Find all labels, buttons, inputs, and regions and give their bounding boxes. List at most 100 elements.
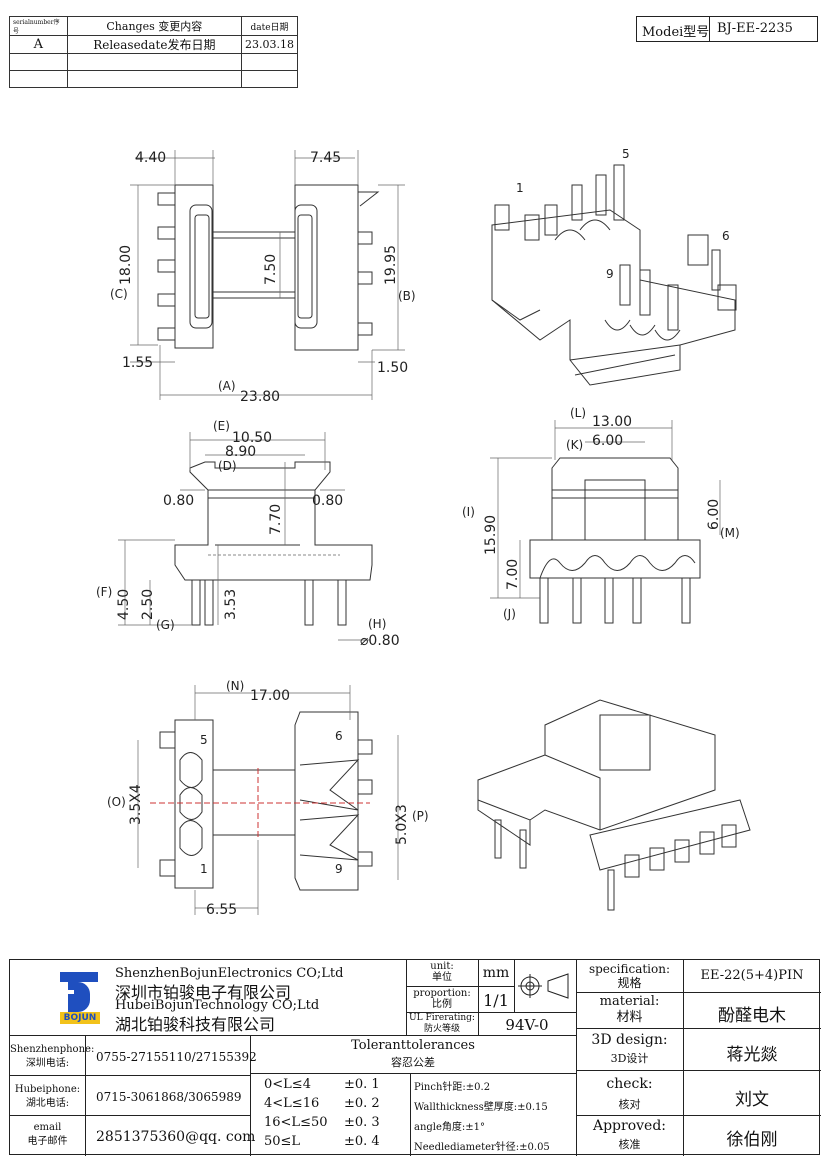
spec-label: specification:规格 [588, 962, 671, 990]
dim-0-80-left: 0.80 [163, 493, 194, 509]
dim-10-50: 10.50 [232, 430, 272, 446]
pin-1-label: 1 [516, 181, 524, 195]
dim-4-50: 4.50 [116, 589, 132, 620]
view-bottom [137, 685, 399, 915]
design-value: 蒋光燚 [726, 1045, 778, 1065]
dim-15-90: 15.90 [483, 515, 499, 555]
rev-cell [241, 70, 298, 88]
tolerance-range: 16<L≤50 [264, 1115, 328, 1130]
tolerance-note: angle角度:±1° [414, 1122, 486, 1133]
bottom-pin-1-label: 1 [200, 862, 208, 876]
contact-value: 0755-27155110/27155392 [96, 1050, 257, 1064]
approved-value: 徐伯刚 [726, 1130, 778, 1150]
check-value: 刘文 [735, 1090, 769, 1110]
unit-cell: unit:单位 mm proportion:比例 1/1 UL Firerati… [406, 960, 577, 1036]
tolerances-title-cn: 容忍公差 [391, 1056, 435, 1069]
unit-value: mm [482, 965, 510, 981]
dim-3-5x4: 3.5X4 [128, 784, 144, 825]
contact-value: 2851375360@qq. com [96, 1129, 256, 1145]
proportion-label: proportion:比例 [413, 988, 471, 1010]
check-label: check:核对 [606, 1076, 653, 1111]
table-row [9, 70, 298, 88]
label-p: (P) [412, 809, 429, 823]
contact-label: Hubeiphone:湖北电话: [14, 1084, 81, 1109]
dimension-labels: 4.40 7.45 18.00 7.50 19.95 1.55 1.50 23.… [96, 147, 740, 918]
dim-3-53: 3.53 [223, 589, 239, 620]
tolerance-range: 0<L≤4 [264, 1077, 311, 1092]
label-a: (A) [218, 379, 236, 393]
label-h: (H) [368, 617, 386, 631]
company-cell: BOJUN ShenzhenBojunElectronics CO;Ltd 深圳… [10, 960, 407, 1036]
dim-1-50: 1.50 [377, 360, 408, 376]
dim-6-00-right: 6.00 [706, 499, 722, 530]
label-o: (O) [107, 795, 126, 809]
dim-2-50: 2.50 [140, 589, 156, 620]
tolerances-cell: Toleranttolerances 容忍公差 0<L≤4 4<L≤16 16<… [250, 1035, 577, 1156]
label-i: (I) [462, 505, 475, 519]
tolerance-value: ±0. 1 [344, 1077, 380, 1092]
label-c: (C) [110, 287, 128, 301]
model-box: Modei型号 BJ-EE-2235 [636, 16, 818, 42]
view-isometric-top [491, 164, 737, 386]
rev-cell: Releasedate发布日期 [66, 35, 243, 54]
technical-drawing: 4.40 7.45 18.00 7.50 19.95 1.55 1.50 23.… [96, 147, 751, 918]
tolerance-note: Needlediameter针径:±0.05 [414, 1142, 550, 1153]
dim-23-80: 23.80 [240, 389, 280, 405]
contact-value: 0715-3061868/3065989 [96, 1090, 242, 1104]
contact-label: Shenzhenphone:深圳电话: [10, 1044, 95, 1069]
dim-6-00-top: 6.00 [592, 433, 623, 449]
spec-value: EE-22(5+4)PIN [700, 968, 804, 983]
contacts-cell: Shenzhenphone:深圳电话: 0755-27155110/271553… [10, 1035, 257, 1156]
pin-5-label: 5 [622, 147, 630, 161]
tolerance-note: Pinch针距:±0.2 [414, 1082, 491, 1093]
company-en-1: ShenzhenBojunElectronics CO;Ltd [115, 966, 344, 981]
revision-table: serialnumber序号 Changes 变更内容 date日期 A Rel… [9, 16, 298, 88]
view-isometric-bottom [477, 699, 751, 911]
label-b: (B) [398, 289, 416, 303]
dim-19-95: 19.95 [383, 245, 399, 285]
ul-label: UL Firerating:防火等级 [409, 1013, 475, 1034]
title-block: BOJUN ShenzhenBojunElectronics CO;Ltd 深圳… [9, 959, 821, 1156]
dim-5-0x3: 5.0X3 [394, 804, 410, 845]
dim-17-00: 17.00 [250, 688, 290, 704]
label-m: (M) [720, 526, 740, 540]
dim-7-50: 7.50 [263, 254, 279, 285]
rev-cell: 23.03.18 [241, 35, 298, 54]
view-side [490, 420, 721, 624]
label-e: (E) [213, 419, 230, 433]
view-top [130, 150, 405, 400]
table-row [9, 53, 298, 71]
approved-label: Approved:核准 [592, 1118, 667, 1151]
tolerance-value: ±0. 2 [344, 1096, 380, 1111]
tolerances-title: Toleranttolerances [351, 1038, 475, 1053]
approval-cell: specification:规格 EE-22(5+4)PIN material:… [576, 960, 821, 1156]
pin-6-label: 6 [722, 229, 730, 243]
model-label: Modei型号 [642, 25, 710, 40]
tolerance-range: 4<L≤16 [264, 1096, 320, 1111]
pin-9-label: 9 [606, 267, 614, 281]
dim-7-00: 7.00 [505, 559, 521, 590]
material-label: material:材料 [599, 994, 660, 1025]
label-j: (J) [503, 607, 516, 621]
bottom-pin-5-label: 5 [200, 733, 208, 747]
model-value: BJ-EE-2235 [717, 21, 793, 36]
tolerance-value: ±0. 4 [344, 1134, 380, 1149]
dim-6-55: 6.55 [206, 902, 237, 918]
bottom-pin-9-label: 9 [335, 862, 343, 876]
dim-7-45: 7.45 [310, 150, 341, 166]
company-cn-1: 深圳市铂骏电子有限公司 [115, 983, 292, 1002]
label-k: (K) [566, 438, 583, 452]
dim-4-40: 4.40 [135, 150, 166, 166]
unit-label: unit:单位 [430, 961, 454, 983]
bottom-pin-6-label: 6 [335, 729, 343, 743]
company-en-2: HubeiBojunTechnology CO;Ltd [115, 998, 320, 1013]
dim-13-00: 13.00 [592, 414, 632, 430]
label-d: (D) [218, 459, 237, 473]
rev-cell [66, 70, 243, 88]
dim-1-55: 1.55 [122, 355, 153, 371]
bojun-logo: BOJUN [58, 972, 100, 1024]
design-label: 3D design:3D设计 [591, 1032, 668, 1065]
label-l: (L) [570, 406, 586, 420]
tolerance-value: ±0. 3 [344, 1115, 380, 1130]
